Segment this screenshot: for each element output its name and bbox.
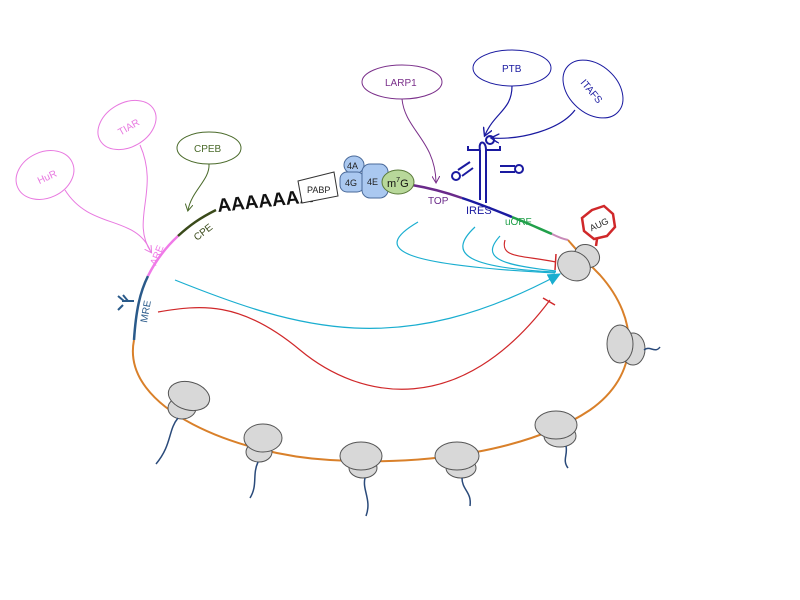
five-utr-tail <box>551 233 569 241</box>
mre-repression-bar <box>542 297 556 306</box>
cpeb-connector <box>188 163 210 210</box>
ribosome <box>243 423 283 499</box>
eif4g-label: 4G <box>345 178 357 188</box>
aug-start-codon: AUG <box>580 204 617 247</box>
ribosome <box>534 410 578 469</box>
ribosome <box>434 441 480 507</box>
ribosome <box>155 380 211 465</box>
cpeb-protein: CPEB <box>176 131 242 165</box>
mrna-body <box>131 239 630 463</box>
uorf-activation-arrow <box>491 235 557 272</box>
ptb-connector <box>485 85 513 135</box>
uorf-repression-bar <box>554 253 557 271</box>
cpeb-label: CPEB <box>194 144 222 155</box>
larp1-label: LARP1 <box>385 78 417 89</box>
are-label: ARE <box>149 244 167 267</box>
top-segment <box>411 183 463 200</box>
eif4-complex: 4A 4G 4E m7G <box>339 155 415 199</box>
ires-activation-arrow <box>462 226 557 273</box>
ribosome <box>606 324 661 366</box>
mre-segment <box>132 275 150 341</box>
top-label: TOP <box>428 196 449 207</box>
ptb-protein: PTB <box>472 49 552 87</box>
pabp-label: PABP <box>307 185 330 195</box>
mre-repression-arrow <box>157 299 551 390</box>
larp1-connector <box>401 98 436 182</box>
hur-connector <box>64 189 151 251</box>
top-activation-arrow <box>396 221 556 274</box>
ires-label: IRES <box>466 205 492 217</box>
are-activation-arrow <box>174 273 562 329</box>
initiating-ribosome <box>557 243 601 282</box>
cpe-label: CPE <box>192 222 215 244</box>
cap-label: m7G <box>387 177 409 190</box>
uorf-label: uORF <box>505 217 532 228</box>
uorf-segment <box>511 215 553 236</box>
ires-structure <box>451 135 524 203</box>
ribosome <box>339 441 383 517</box>
tiar-protein: TIAR <box>97 99 157 151</box>
itafs-connector <box>492 109 576 138</box>
ires-segment <box>461 196 513 219</box>
itafs-protein: ITAFS <box>562 59 624 119</box>
cap-structure <box>381 169 415 195</box>
uorf-repression-arrow <box>503 239 557 263</box>
ptb-label: PTB <box>502 64 522 75</box>
pabp-protein: PABP <box>297 171 339 204</box>
cpe-segment <box>177 208 217 237</box>
hur-protein: HuR <box>15 150 75 200</box>
are-segment <box>146 235 179 277</box>
eif4a-label: 4A <box>347 161 358 171</box>
tiar-connector <box>139 144 151 252</box>
mirna-icon <box>117 294 134 311</box>
larp1-protein: LARP1 <box>361 64 443 100</box>
eif4e-label: 4E <box>367 177 378 187</box>
mre-label: MRE <box>139 299 154 323</box>
